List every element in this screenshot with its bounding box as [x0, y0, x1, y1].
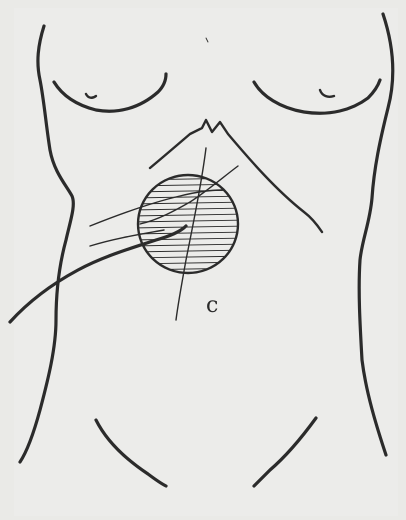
paper-sheet	[14, 8, 398, 516]
mass-label: c	[206, 293, 218, 318]
